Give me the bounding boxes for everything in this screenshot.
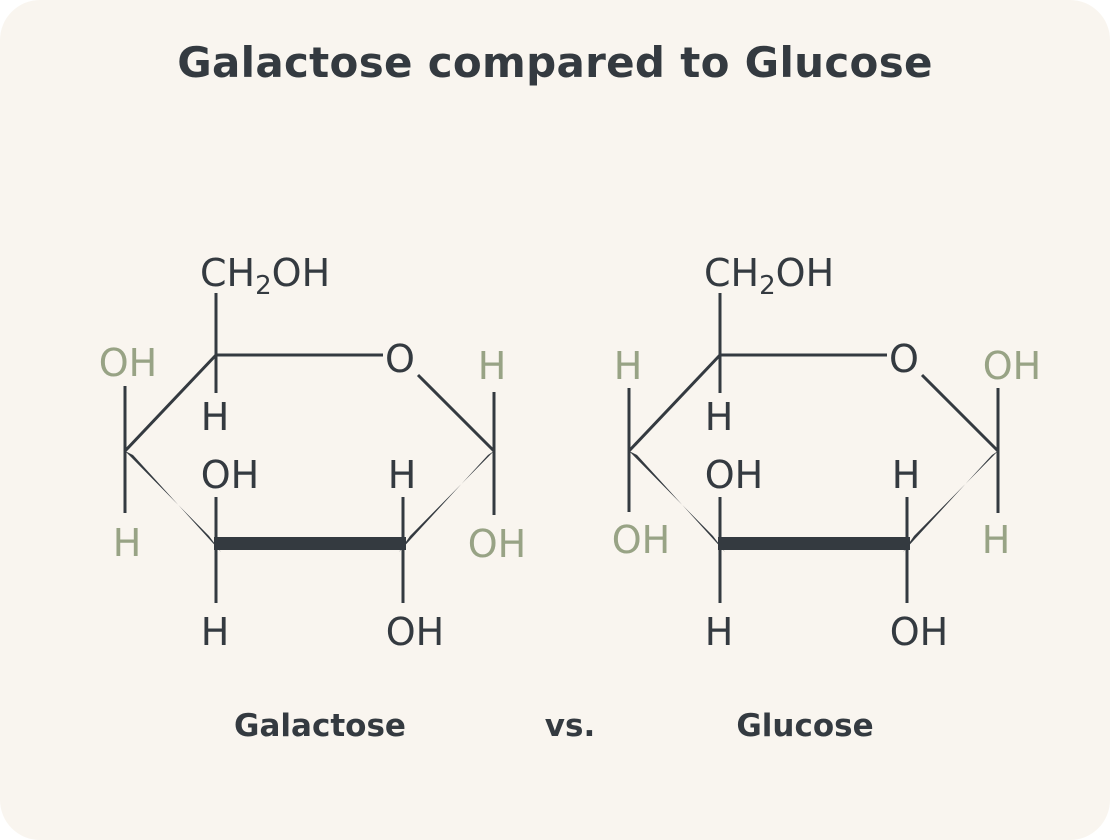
glucose-bond-c3-c2 [718,537,910,550]
galactose-c1-top-label: H [478,344,507,388]
glucose-structure: CH2OH O H H OH OH H H OH OH H [612,251,1041,654]
galactose-ring-oxygen: O [385,337,415,381]
glucose-c4-top-label: H [614,344,643,388]
galactose-bond-c5-c4 [123,353,218,453]
glucose-c2-top-label: H [892,453,921,497]
glucose-c4-bottom-label: OH [612,518,670,562]
galactose-c2-bottom-label: OH [386,610,444,654]
glucose-c5-h: H [705,395,734,439]
galactose-c2-top-label: H [388,453,417,497]
glucose-bond-o-c1 [920,373,1000,453]
glucose-c1-bottom-label: H [982,518,1011,562]
vs-separator: vs. [544,708,596,744]
galactose-bond-c3-c2 [214,537,406,550]
glucose-c2-bottom-label: OH [890,610,948,654]
galactose-structure: CH2OH O H OH H OH H H OH H OH [99,251,526,654]
galactose-bond-o-c1 [416,373,496,453]
glucose-c1-top-label: OH [983,344,1041,388]
galactose-c1-bottom-label: OH [468,522,526,566]
page-title: Galactose compared to Glucose [177,38,933,87]
glucose-c3-bottom-label: H [705,610,734,654]
galactose-caption: Galactose [234,708,406,744]
glucose-ch2oh-label: CH2OH [704,251,834,301]
galactose-c3-bottom-label: H [201,610,230,654]
glucose-caption: Glucose [736,708,874,744]
galactose-c4-bottom-label: H [113,521,142,565]
glucose-c3-top-label: OH [705,453,763,497]
galactose-c4-top-label: OH [99,341,157,385]
galactose-ch2oh-label: CH2OH [200,251,330,301]
galactose-c3-top-label: OH [201,453,259,497]
galactose-c5-h: H [201,395,230,439]
glucose-ring-oxygen: O [889,337,919,381]
glucose-bond-c5-c4 [627,353,722,453]
